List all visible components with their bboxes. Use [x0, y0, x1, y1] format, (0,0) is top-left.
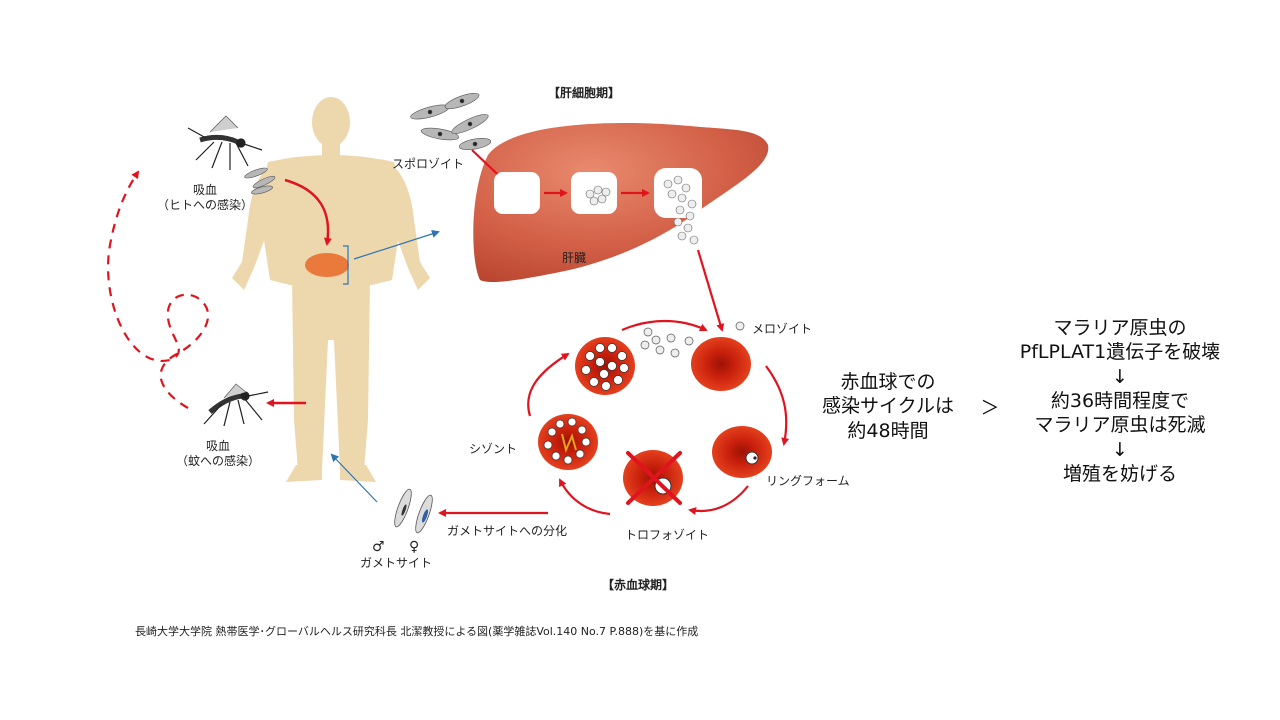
sporozoite-label: スポロゾイト	[392, 157, 465, 171]
liver-stage-title: 【肝細胞期】	[548, 86, 621, 100]
liver-illustration	[473, 122, 769, 283]
blood-meal-mosquito-line1: 吸血	[205, 439, 230, 453]
liver-release-arrow	[696, 249, 725, 332]
rbc-ring-form	[712, 426, 772, 478]
liver-zoom-arrow	[353, 230, 440, 260]
gametocyte-label: ガメトサイト	[360, 556, 433, 570]
liver-label: 肝臓	[562, 251, 587, 265]
result-line3: 約36時間程度で	[1050, 389, 1190, 412]
mosquito-icon	[203, 383, 269, 427]
trophozoite-label: トロフォゾイト	[625, 528, 710, 542]
hepatocyte-stage	[494, 168, 702, 245]
rbc-merozoite	[691, 337, 751, 391]
cycle-line1: 赤血球での	[840, 371, 936, 393]
rbc-schizont	[538, 414, 598, 470]
ring-form-label: リングフォーム	[766, 474, 850, 488]
cross-icon	[626, 451, 682, 505]
schizont-label: シゾント	[469, 442, 518, 456]
blood-meal-mosquito-label: 吸血 （蚊への感染）	[163, 439, 273, 469]
blood-meal-human-label: 吸血 （ヒトへの感染）	[150, 183, 260, 213]
liver-bracket	[343, 245, 349, 285]
human-body	[232, 97, 430, 482]
rbc-stage-title: 【赤血球期】	[602, 578, 675, 592]
result-arrow1: ↓	[1112, 365, 1128, 388]
mosquito-cycle-arrow	[106, 170, 210, 409]
sporozoite-cluster-icon	[410, 92, 492, 150]
result-line2: PfLPLAT1遺伝子を破壊	[1019, 341, 1221, 364]
mosquito-icon	[187, 115, 263, 170]
result-arrow2: ↓	[1112, 438, 1128, 461]
liver-marker	[305, 253, 349, 277]
gametocyte-differentiation-label: ガメトサイトへの分化	[447, 524, 568, 538]
sporozoite-icon	[244, 167, 276, 195]
gametocyte-icon	[394, 488, 433, 534]
source-credit: 長崎大学大学院 熱帯医学･グローバルヘルス研究科長 北潔教授による図(薬学雑誌V…	[135, 625, 699, 638]
female-symbol: ♀	[409, 539, 420, 555]
rbc-cycle-arrows	[527, 319, 790, 516]
rbc-mature-schizont	[575, 337, 635, 395]
blood-meal-mosquito-line2: （蚊への感染）	[175, 454, 260, 468]
result-line1: マラリア原虫の	[1053, 317, 1187, 339]
result-line4: マラリア原虫は死滅	[1034, 414, 1206, 437]
infection-arrow	[284, 178, 332, 246]
cycle-line3: 約48時間	[847, 419, 929, 442]
cycle-line2: 感染サイクルは	[821, 395, 955, 418]
gametocyte-uptake-arrow	[330, 453, 378, 503]
merozoite-label: メロゾイト	[752, 322, 813, 336]
result-line5: 増殖を妨げる	[1062, 462, 1177, 485]
merozoite-particles	[640, 321, 745, 358]
gene-knockout-result-text: マラリア原虫の PfLPLAT1遺伝子を破壊 ↓ 約36時間程度で マラリア原虫…	[998, 316, 1242, 486]
blood-meal-human-line1: 吸血	[192, 183, 217, 197]
male-symbol: ♂	[372, 539, 385, 555]
blood-meal-human-line2: （ヒトへの感染）	[156, 198, 253, 212]
cycle-duration-text: 赤血球での 感染サイクルは 約48時間	[808, 370, 968, 443]
compare-symbol: ＞	[980, 397, 1000, 419]
